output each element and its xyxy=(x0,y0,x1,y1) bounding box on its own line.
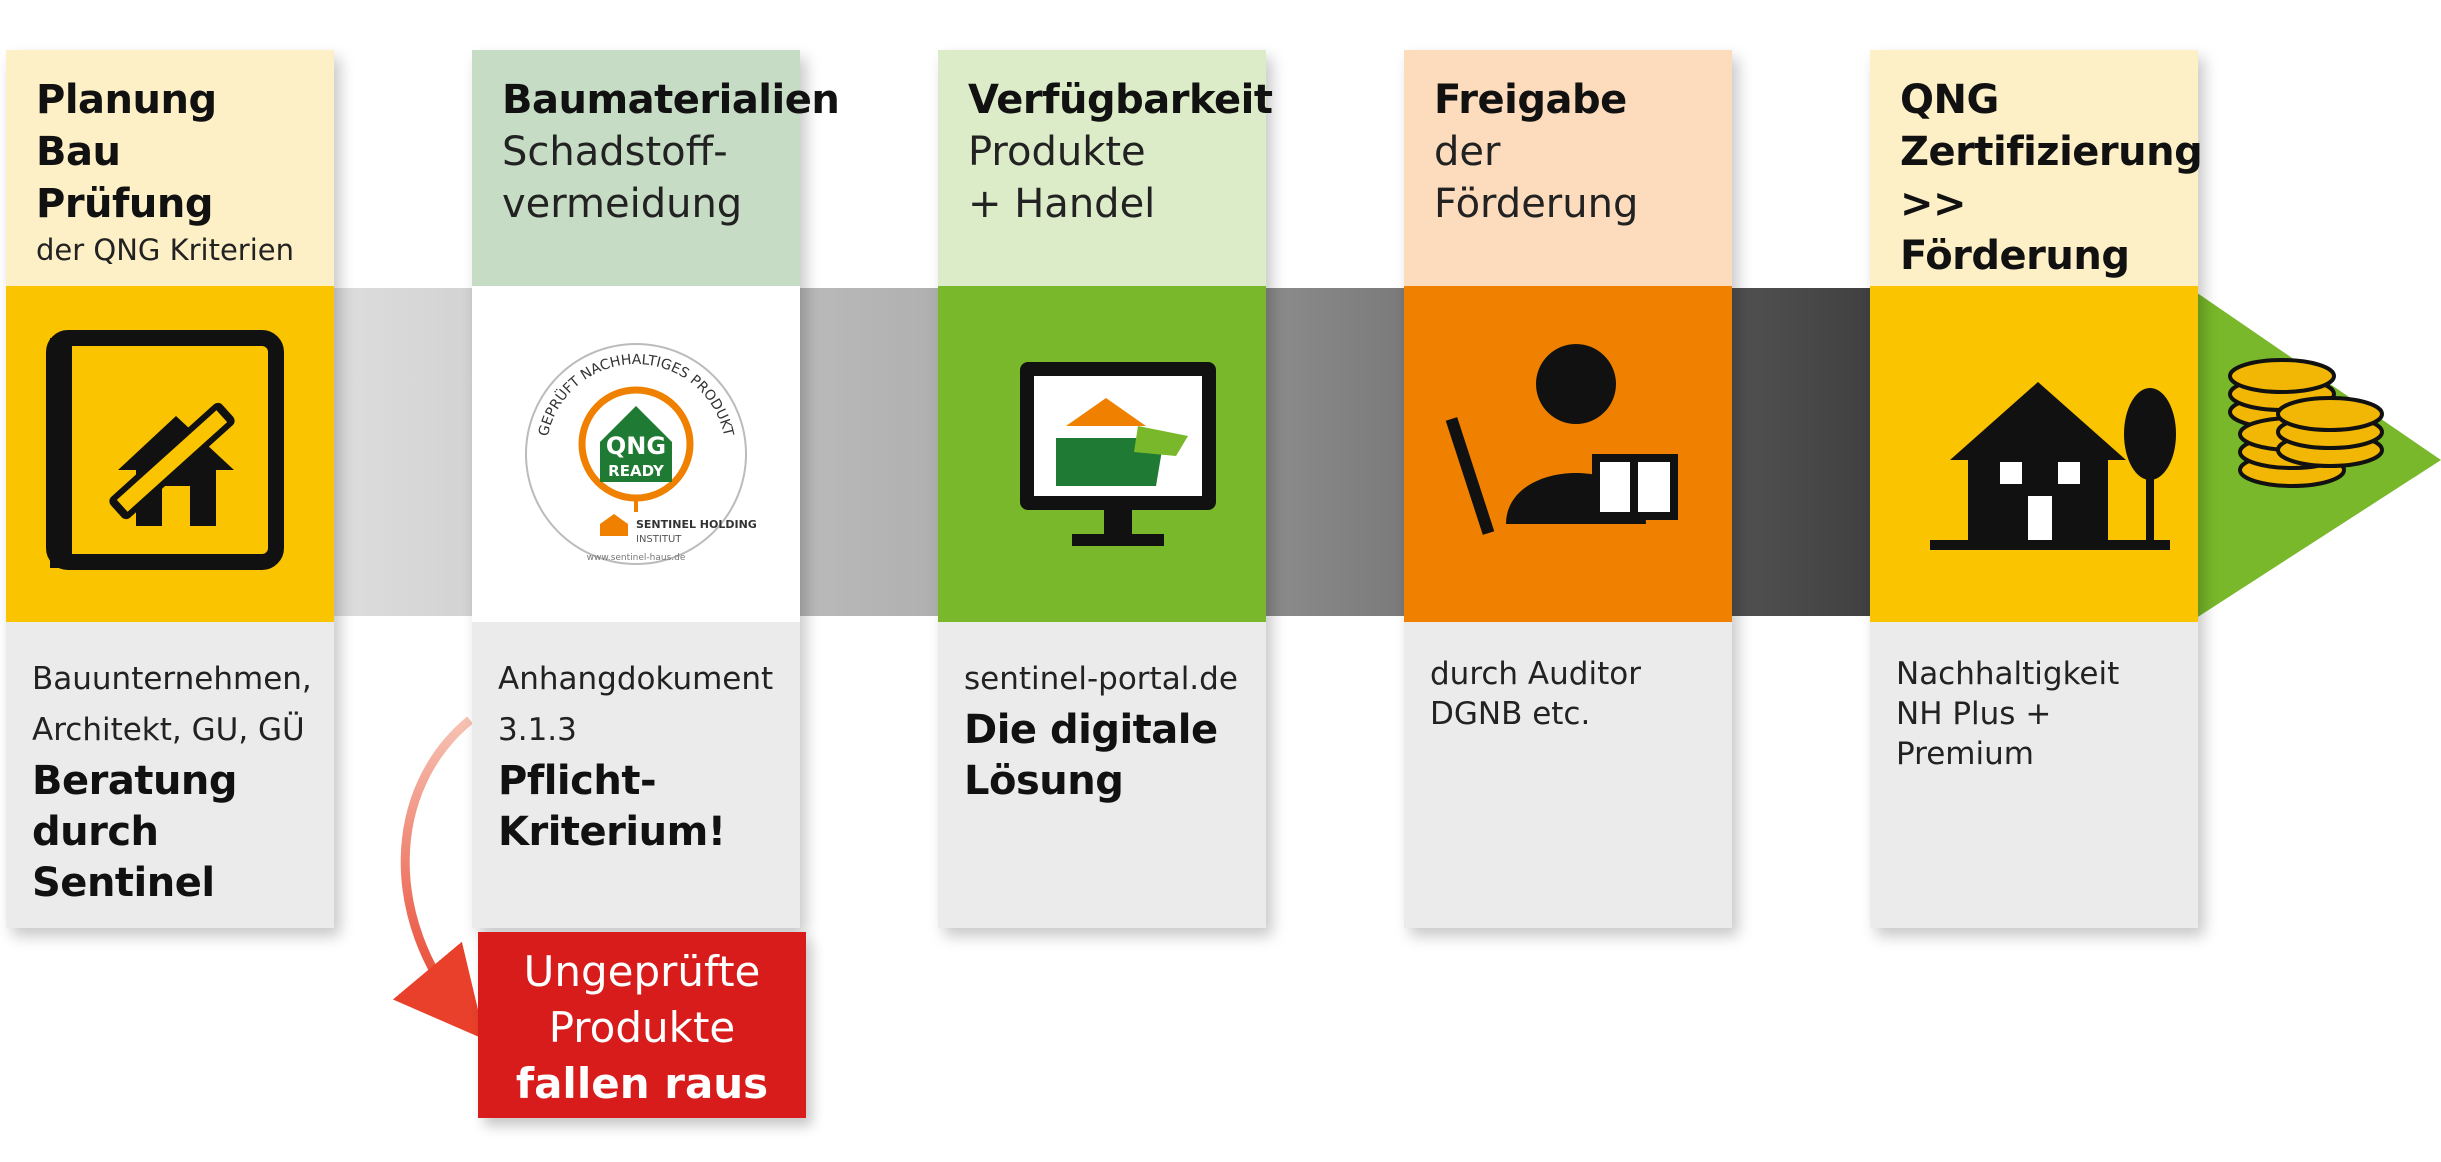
step-footer-bold: Die digitale xyxy=(964,707,1218,753)
callout-line: Ungeprüfte xyxy=(523,947,761,996)
step-title: Verfügbarkeit xyxy=(968,77,1273,123)
step-icon-panel xyxy=(1870,286,2198,622)
step-subtitle: der QNG Kriterien xyxy=(36,233,295,267)
step-subtitle: der xyxy=(1434,129,1501,175)
blueprint-house-pencil-icon xyxy=(46,330,284,570)
step-footer-text: Anhangdokument xyxy=(498,661,774,697)
gold-coins-icon xyxy=(2228,358,2384,488)
step-footer-text: 3.1.3 xyxy=(498,712,577,748)
step-title: Planung xyxy=(36,77,217,123)
step-header: QNG Zertifizierung >> Förderung xyxy=(1870,50,2203,286)
step-title: Prüfung xyxy=(36,181,214,227)
step-subtitle: + Handel xyxy=(968,181,1156,227)
step-footer-bold: durch Sentinel xyxy=(32,809,215,906)
svg-text:www.sentinel-haus.de: www.sentinel-haus.de xyxy=(587,553,686,563)
callout-box: Ungeprüfte Produkte fallen raus xyxy=(478,932,806,1118)
svg-text:SENTINEL HOLDING: SENTINEL HOLDING xyxy=(636,518,757,531)
dropout-arrow xyxy=(392,716,486,1040)
step-footer-text: Bauunternehmen, xyxy=(32,661,312,697)
auditor-person-icon xyxy=(1445,344,1678,535)
step-footer-bold: Pflicht- xyxy=(498,758,657,804)
step-subtitle: Produkte xyxy=(968,129,1146,175)
step-icon-panel xyxy=(6,286,334,622)
svg-text:QNG: QNG xyxy=(606,432,666,460)
step-icon-panel xyxy=(938,286,1266,622)
svg-text:READY: READY xyxy=(608,462,665,480)
step-subtitle: Schadstoff- xyxy=(502,129,728,175)
step-subtitle: vermeidung xyxy=(502,181,743,227)
callout-line: Produkte xyxy=(548,1003,736,1052)
step-title: QNG xyxy=(1900,77,1999,123)
callout-bold: fallen raus xyxy=(515,1059,769,1108)
step-footer-bold: Beratung xyxy=(32,758,238,804)
step-footer-text: Nachhaltigkeit xyxy=(1896,656,2120,692)
monitor-logo-icon xyxy=(1020,362,1216,546)
qng-ready-seal-icon: GEPRÜFT NACHHALTIGES PRODUKTQNGREADYSENT… xyxy=(525,343,757,565)
step-icon-panel xyxy=(1404,286,1732,622)
step-footer-text: NH Plus + Premium xyxy=(1896,696,2052,772)
house-tree-icon xyxy=(1930,382,2176,550)
step-title: Freigabe xyxy=(1434,77,1627,123)
step-title: Zertifizierung xyxy=(1900,129,2203,175)
svg-text:INSTITUT: INSTITUT xyxy=(636,534,682,545)
step-footer-text: durch Auditor xyxy=(1430,656,1641,692)
step-title: Baumaterialien xyxy=(502,77,840,123)
step-footer-bold: Kriterium! xyxy=(498,809,726,855)
step-footer-text: DGNB etc. xyxy=(1430,696,1591,732)
step-footer-bold: Lösung xyxy=(964,758,1124,804)
step-footer: Nachhaltigkeit NH Plus + Premium xyxy=(1870,622,2198,928)
step-footer-text: Architekt, GU, GÜ xyxy=(32,712,305,748)
step-footer-text: sentinel-portal.de xyxy=(964,661,1238,697)
step-subtitle: Förderung xyxy=(1434,181,1639,227)
step-title: >> Förderung xyxy=(1900,181,2130,279)
step-footer: Bauunternehmen, Architekt, GU, GÜ Beratung… xyxy=(6,622,334,928)
step-title: Bau xyxy=(36,129,121,175)
